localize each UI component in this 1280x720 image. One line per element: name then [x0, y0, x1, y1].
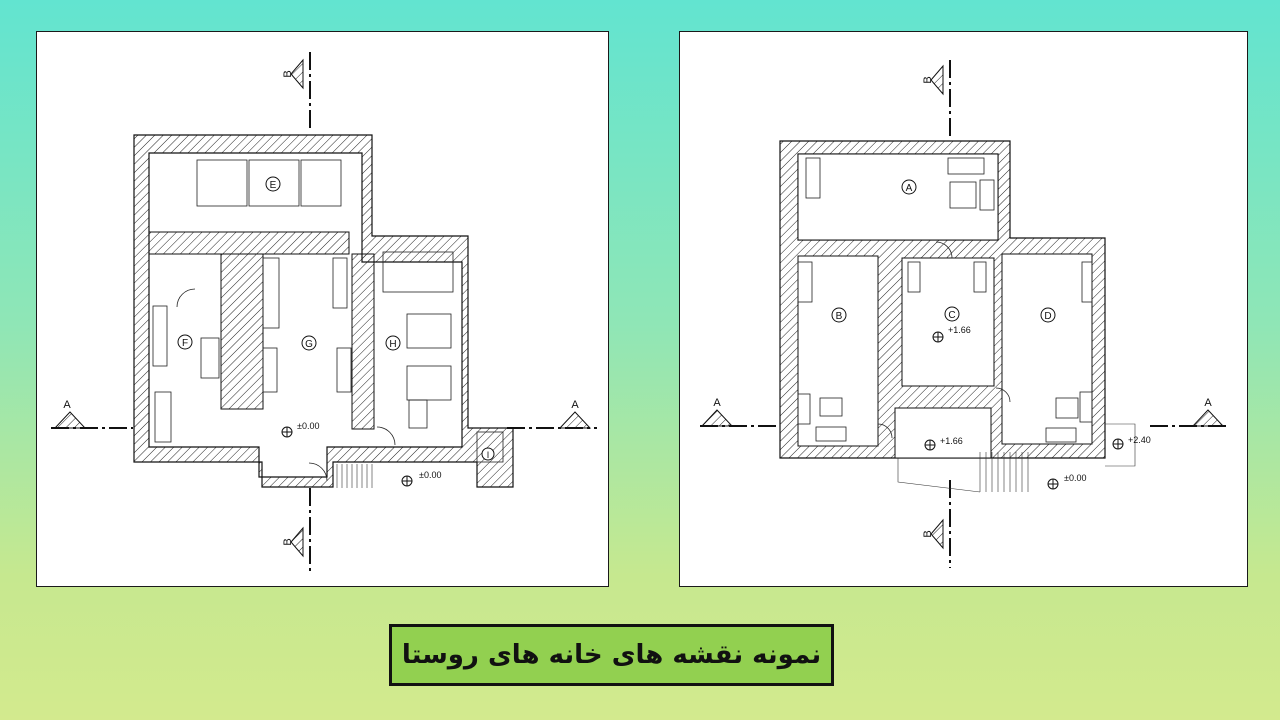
slide-caption: نمونه نقشه های خانه های روستا: [401, 640, 822, 670]
svg-text:±0.00: ±0.00: [1064, 473, 1086, 483]
slide-caption-box: نمونه نقشه های خانه های روستا: [389, 624, 834, 686]
svg-text:B: B: [282, 538, 294, 545]
level-marker-ground: ±0.00: [1047, 473, 1086, 490]
level-marker-porch: +1.66: [924, 436, 963, 451]
svg-text:E: E: [270, 180, 277, 191]
room-label-d: D: [1040, 307, 1056, 323]
svg-text:H: H: [389, 339, 396, 350]
room-label-f: F: [177, 334, 193, 350]
left-plan-drawing: A A B B: [51, 52, 597, 572]
stairs: [897, 423, 1136, 493]
svg-text:B: B: [922, 76, 934, 83]
svg-text:F: F: [182, 338, 188, 349]
svg-text:B: B: [282, 70, 294, 77]
stairs: [336, 464, 373, 488]
room-label-i: I: [481, 447, 495, 461]
svg-text:G: G: [305, 339, 313, 350]
fixtures: [797, 157, 1093, 443]
svg-text:±0.00: ±0.00: [419, 470, 441, 480]
svg-text:B: B: [836, 311, 843, 322]
svg-text:B: B: [922, 530, 934, 537]
room-label-g: G: [301, 335, 317, 351]
section-marker-b-top: B: [282, 58, 304, 90]
level-marker-entry: ±0.00: [401, 470, 441, 487]
svg-text:A: A: [63, 399, 71, 411]
svg-text:A: A: [571, 399, 579, 411]
svg-text:A: A: [906, 183, 913, 194]
svg-text:±0.00: ±0.00: [297, 421, 319, 431]
room-label-b: B: [831, 307, 847, 323]
svg-text:I: I: [487, 450, 490, 460]
svg-text:A: A: [1204, 397, 1212, 409]
room-label-a: A: [901, 179, 917, 195]
right-floor-plan: A A B B: [679, 31, 1248, 587]
walls: [779, 140, 1106, 459]
level-marker-c: +1.66: [932, 325, 971, 343]
section-marker-a-left: A: [700, 397, 734, 427]
section-marker-b-bottom: B: [922, 518, 944, 550]
walls: [133, 134, 514, 488]
left-floor-plan: A A B B: [36, 31, 609, 587]
svg-text:+1.66: +1.66: [948, 325, 971, 335]
svg-text:D: D: [1044, 311, 1051, 322]
level-marker-main: ±0.00: [281, 421, 319, 438]
section-marker-b-bottom: B: [282, 526, 304, 558]
section-marker-a-right: A: [1191, 397, 1225, 427]
fixtures: [152, 159, 504, 482]
section-marker-a-right: A: [558, 399, 592, 429]
right-plan-drawing: A A B B: [700, 60, 1230, 568]
room-label-e: E: [265, 176, 281, 192]
svg-text:A: A: [713, 397, 721, 409]
room-label-h: H: [385, 335, 401, 351]
svg-text:+1.66: +1.66: [940, 436, 963, 446]
svg-text:+2.40: +2.40: [1128, 435, 1151, 445]
section-marker-a-left: A: [53, 399, 87, 429]
section-marker-b-top: B: [922, 64, 944, 96]
room-label-c: C: [944, 306, 960, 322]
svg-text:C: C: [948, 310, 955, 321]
level-marker-side: +2.40: [1112, 435, 1151, 450]
